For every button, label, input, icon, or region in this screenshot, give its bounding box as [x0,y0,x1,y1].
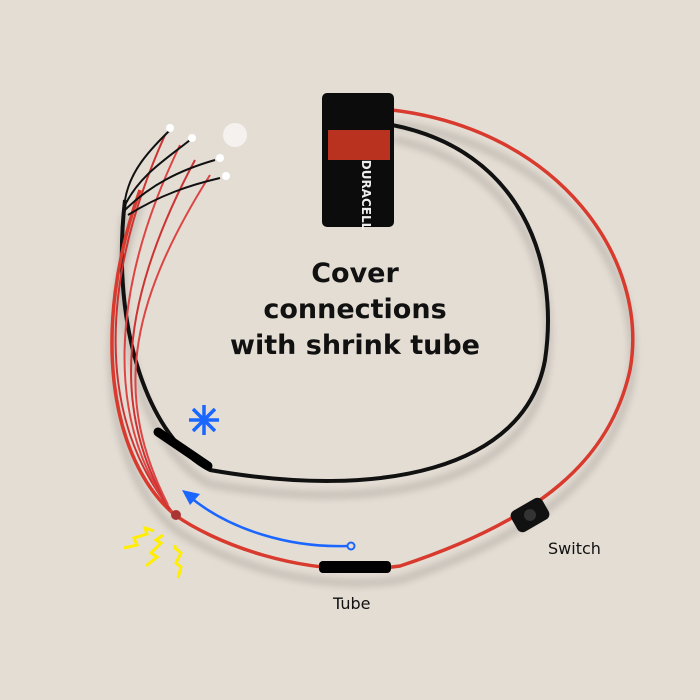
title-line: Cover [311,258,399,289]
instruction-title: Cover connections with shrink tube [200,256,510,364]
solder-joint [171,510,181,520]
led-lights [166,123,247,180]
battery-brand-logo: DURACELL [359,160,373,231]
arrow-icon [182,490,356,551]
switch-label: Switch [548,539,601,558]
battery-9v: DURACELL [322,93,394,231]
shrink-tube-black [153,427,213,471]
title-line: with shrink tube [230,330,480,361]
shrink-tube-red [319,561,391,573]
led-bundle [114,129,221,516]
black-wire [119,123,550,483]
spark-icon [123,525,183,579]
switch [510,497,550,533]
red-wire [110,108,635,571]
snowflake-asterisk-icon [189,405,219,435]
title-line: connections [263,294,447,325]
tube-label: Tube [333,594,371,613]
